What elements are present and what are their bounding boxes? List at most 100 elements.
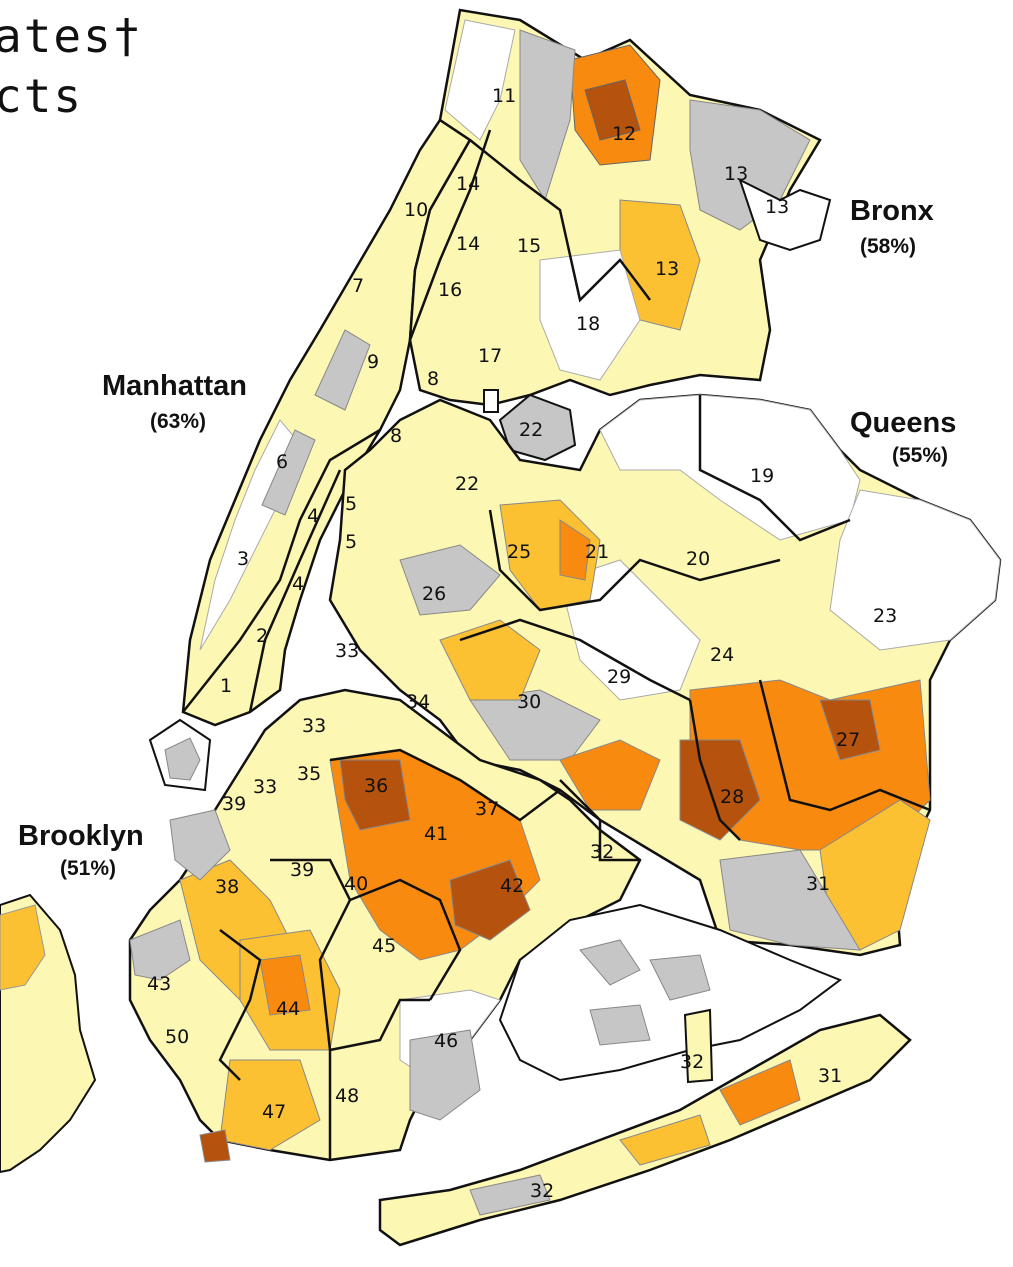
district-label: 15	[517, 235, 541, 257]
district-label: 12	[612, 123, 636, 145]
jamaica-bay-marsh-2	[649, 954, 711, 1001]
borough-label-brooklyn: Brooklyn	[18, 820, 144, 852]
district-label: 27	[836, 729, 860, 751]
district-label: 8	[390, 425, 402, 447]
district-label: 24	[710, 644, 734, 666]
jamaica-bay-marsh-1	[579, 939, 641, 986]
district-label: 17	[478, 345, 502, 367]
district-label: 10	[404, 199, 428, 221]
district-label: 33	[302, 715, 326, 737]
rockaway-high	[719, 1059, 801, 1126]
district-label: 13	[655, 258, 679, 280]
bronx-gray-park	[519, 29, 576, 202]
borough-pct-brooklyn: (51%)	[60, 857, 116, 880]
brooklyn-mid-47	[219, 1059, 321, 1151]
district-label: 3	[237, 548, 249, 570]
district-label: 32	[680, 1051, 704, 1073]
brooklyn-gray-southwest	[129, 919, 191, 981]
queens-orange-32	[559, 739, 661, 811]
bronx-south-white	[539, 249, 641, 381]
district-label: 48	[335, 1085, 359, 1107]
district-label: 32	[530, 1180, 554, 1202]
borough-label-bronx: Bronx	[850, 195, 934, 227]
district-label: 39	[290, 859, 314, 881]
map-title-line-2: cts	[0, 69, 83, 123]
district-label: 36	[364, 775, 388, 797]
queens-gray-park	[559, 559, 701, 701]
borough-label-manhattan: Manhattan	[102, 370, 247, 402]
borough-pct-bronx: (58%)	[860, 235, 916, 258]
central-park	[314, 329, 371, 411]
district-label: 20	[686, 548, 710, 570]
district-label: 16	[438, 279, 462, 301]
district-label: 11	[492, 85, 516, 107]
district-label: 8	[427, 368, 439, 390]
brooklyn-gray-marine	[409, 1029, 481, 1121]
district-label: 33	[253, 776, 277, 798]
district-label: 41	[424, 823, 448, 845]
district-label: 37	[475, 798, 499, 820]
queens-high-21	[559, 519, 591, 581]
district-label: 18	[576, 313, 600, 335]
rockaway-gray-west	[469, 1174, 551, 1216]
district-label: 28	[720, 786, 744, 808]
district-label: 32	[590, 841, 614, 863]
queens-highest-28	[679, 739, 761, 841]
district-label: 2	[256, 625, 268, 647]
district-label: 4	[307, 505, 319, 527]
district-label: 7	[352, 275, 364, 297]
district-label: 30	[517, 691, 541, 713]
manhattan-gray-west	[261, 429, 316, 516]
district-label: 31	[818, 1065, 842, 1087]
district-label: 46	[434, 1030, 458, 1052]
district-label: 38	[215, 876, 239, 898]
district-labels: 1 2 3 4 4 5 5 6 7 8 8 9 10 11 12 13 13 1…	[147, 85, 897, 1202]
bronx-white-west	[444, 19, 516, 141]
district-label: 13	[765, 196, 789, 218]
queens-gray-cemeteries-central	[469, 689, 601, 761]
jamaica-bay-marsh-3	[589, 1004, 651, 1046]
district-label: 26	[422, 583, 446, 605]
district-label: 35	[297, 763, 321, 785]
district-label: 22	[455, 473, 479, 495]
district-label: 13	[724, 163, 748, 185]
district-label: 44	[276, 998, 300, 1020]
district-label: 14	[456, 173, 480, 195]
queens-highest-27	[819, 699, 881, 761]
district-label: 9	[367, 351, 379, 373]
brooklyn-highest-42	[449, 859, 531, 941]
borough-pct-manhattan: (63%)	[150, 410, 206, 433]
broad-channel	[683, 1008, 714, 1084]
district-label: 1	[220, 675, 232, 697]
district-label: 5	[345, 493, 357, 515]
district-label: 50	[165, 1026, 189, 1048]
district-label: 5	[345, 531, 357, 553]
rockaway-mid	[619, 1114, 711, 1166]
district-label: 42	[500, 875, 524, 897]
queens-mid-21	[499, 499, 601, 611]
bronx-highest-north	[584, 79, 641, 141]
district-label: 31	[806, 873, 830, 895]
brooklyn-gray-park-39	[169, 809, 231, 881]
district-boundaries	[182, 129, 931, 1160]
district-label: 19	[750, 465, 774, 487]
district-label: 45	[372, 935, 396, 957]
district-label: 29	[607, 666, 631, 688]
queens-mid-30	[439, 619, 541, 701]
brooklyn-highest-36	[339, 759, 411, 831]
district-label: 33	[335, 640, 359, 662]
district-label: 40	[344, 873, 368, 895]
staten-island-shading	[0, 904, 46, 991]
queens-white-east	[829, 489, 1001, 651]
district-label: 6	[276, 451, 288, 473]
bronx-east-peninsula	[738, 178, 832, 252]
district-label: 43	[147, 973, 171, 995]
governors-island-inner	[164, 737, 201, 781]
district-label: 14	[456, 233, 480, 255]
district-label: 22	[519, 419, 543, 441]
small-island	[483, 389, 499, 413]
district-label: 4	[292, 573, 304, 595]
district-label: 47	[262, 1101, 286, 1123]
brooklyn-brown-tip	[199, 1129, 231, 1163]
brooklyn-orange-44	[259, 954, 311, 1016]
